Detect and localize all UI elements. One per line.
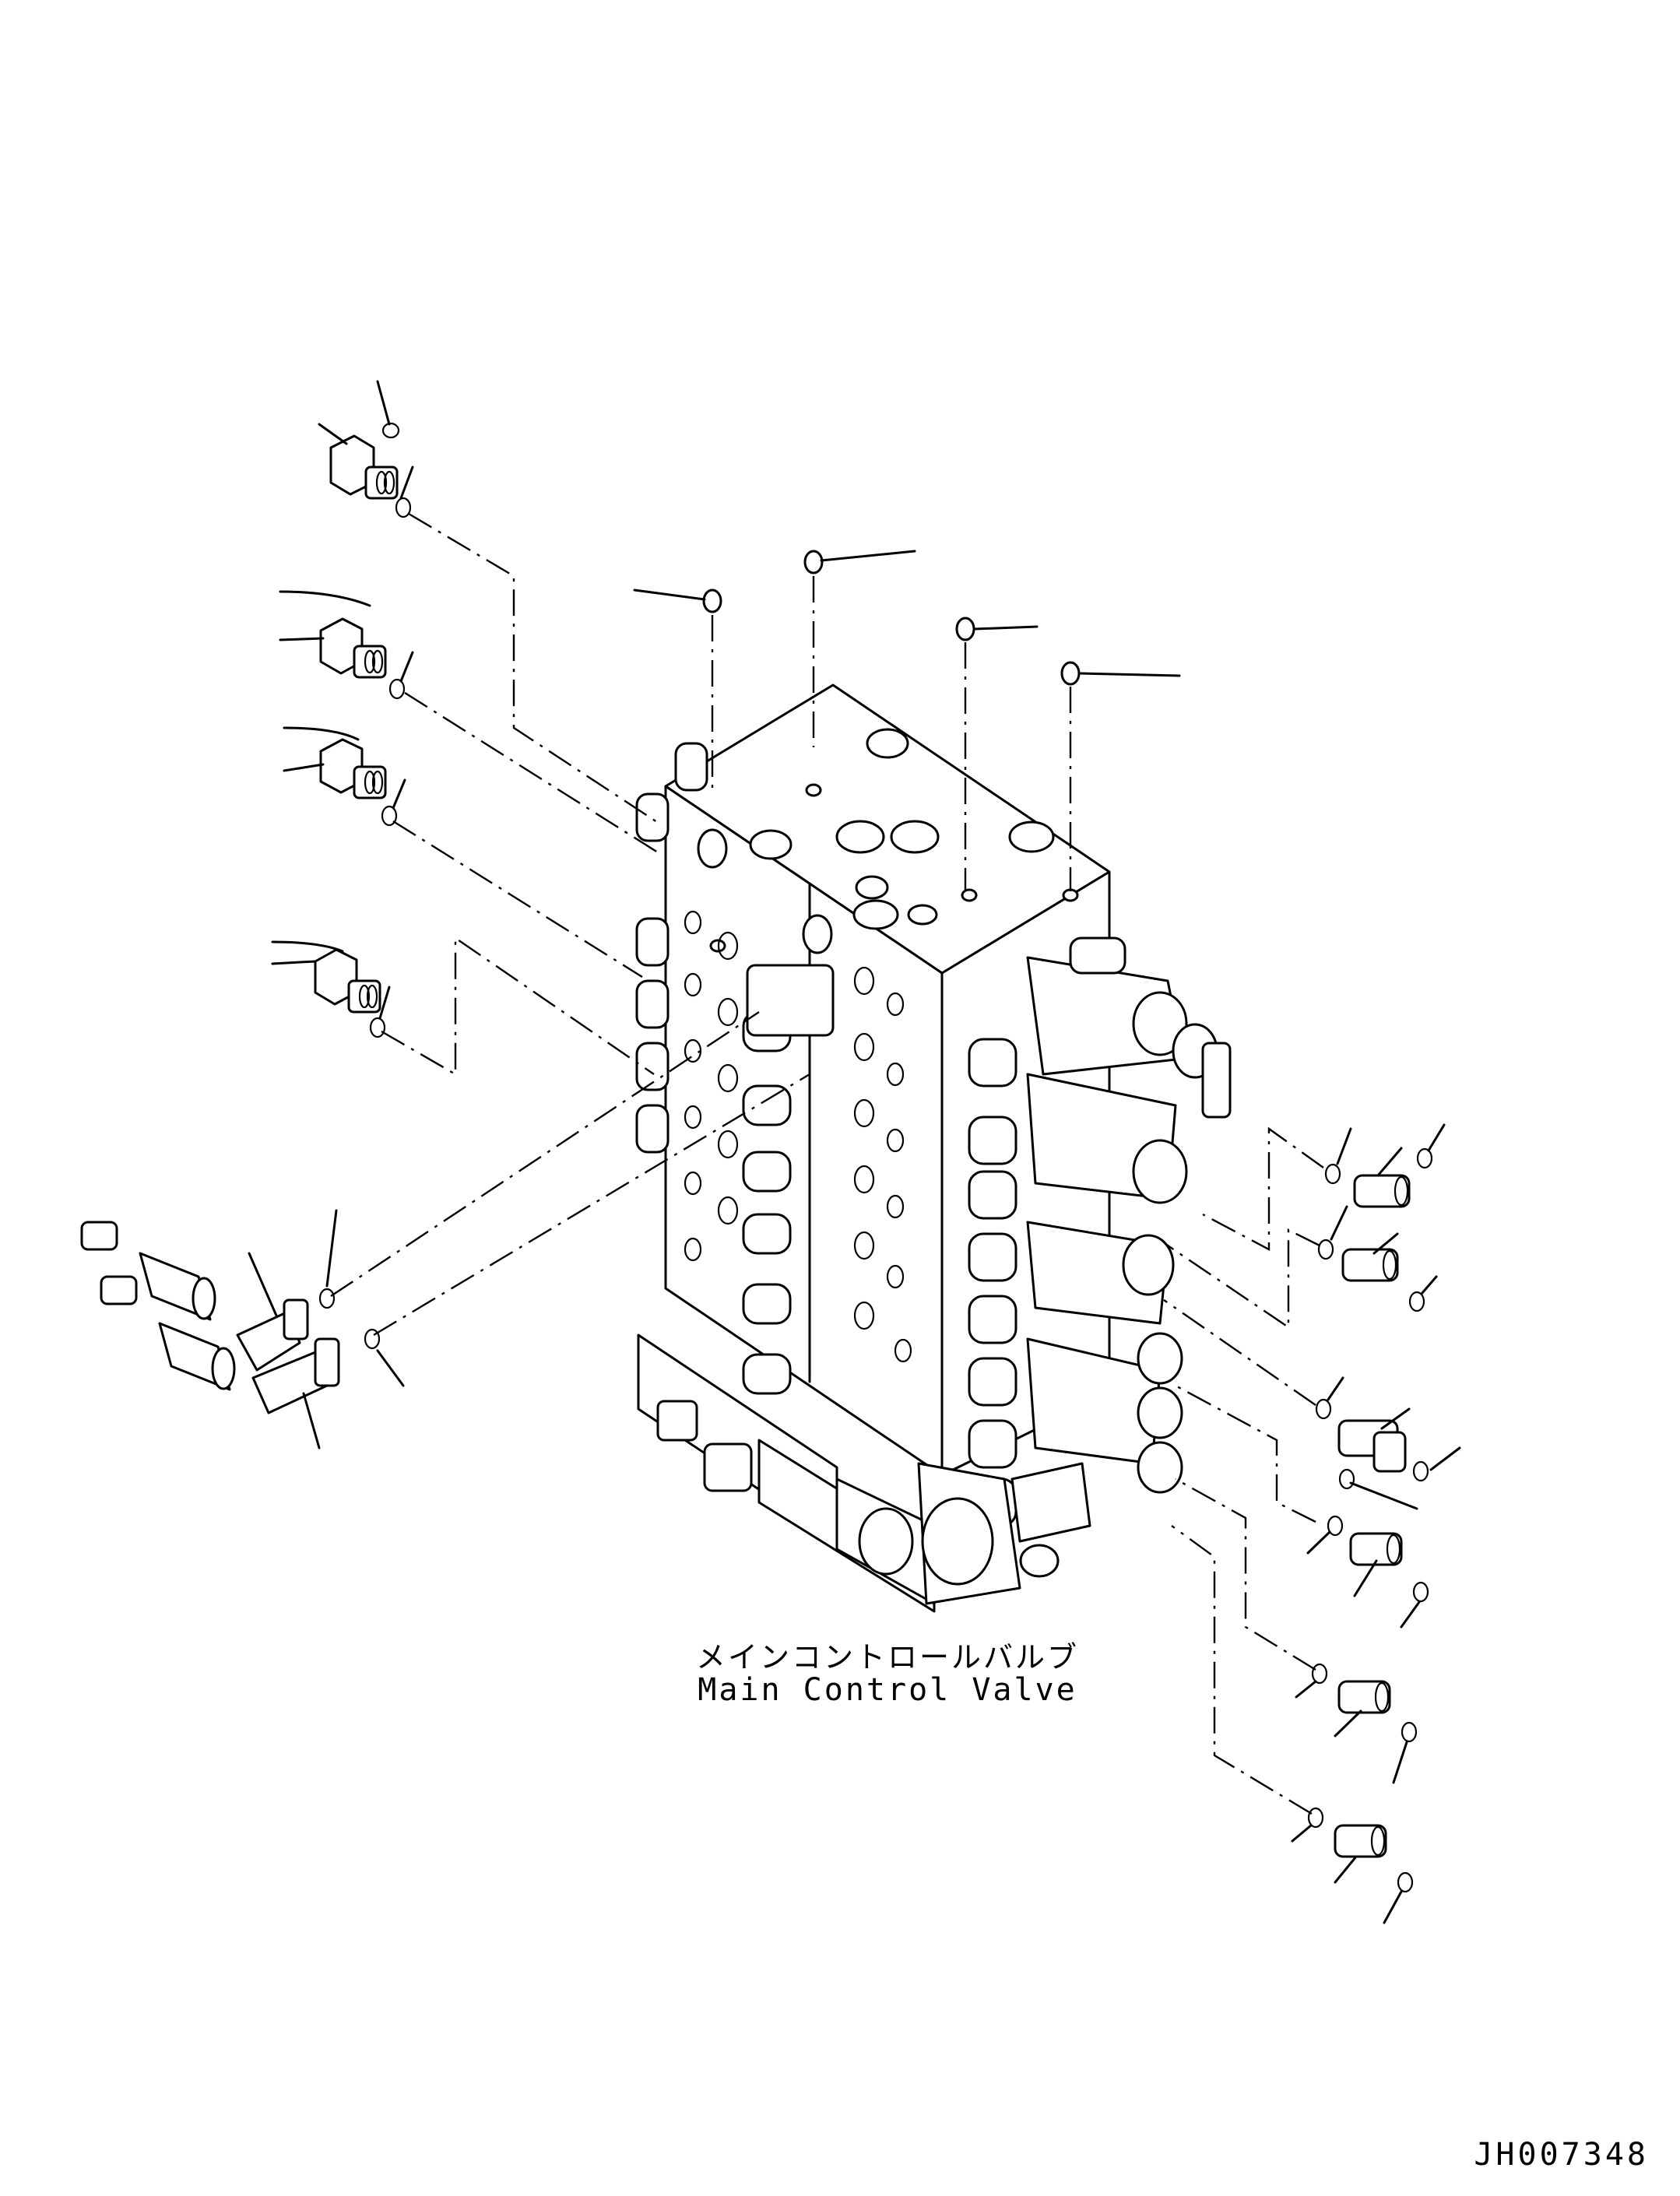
main-control-valve [635,683,1232,1613]
drawing-number: JH007348 [1474,2137,1649,2173]
top-plugs [697,728,1079,954]
caption-japanese: メインコントロールバルブ [695,1640,1079,1674]
top-small-plugs [702,550,1081,686]
leader-lines [248,380,1461,1924]
bottom-housing [835,1462,1091,1605]
center-lines [330,512,1324,1815]
spool-caps [742,964,835,1395]
caption-english: Main Control Valve [698,1672,1077,1708]
right-fittings [1334,1174,1411,1858]
left-side-bosses [635,742,753,1492]
lower-left-parts [80,1221,340,1414]
o-rings [318,422,1433,1893]
right-side-spools [968,936,1232,1527]
left-elbow-fittings [314,434,399,1014]
front-ports [684,910,912,1363]
